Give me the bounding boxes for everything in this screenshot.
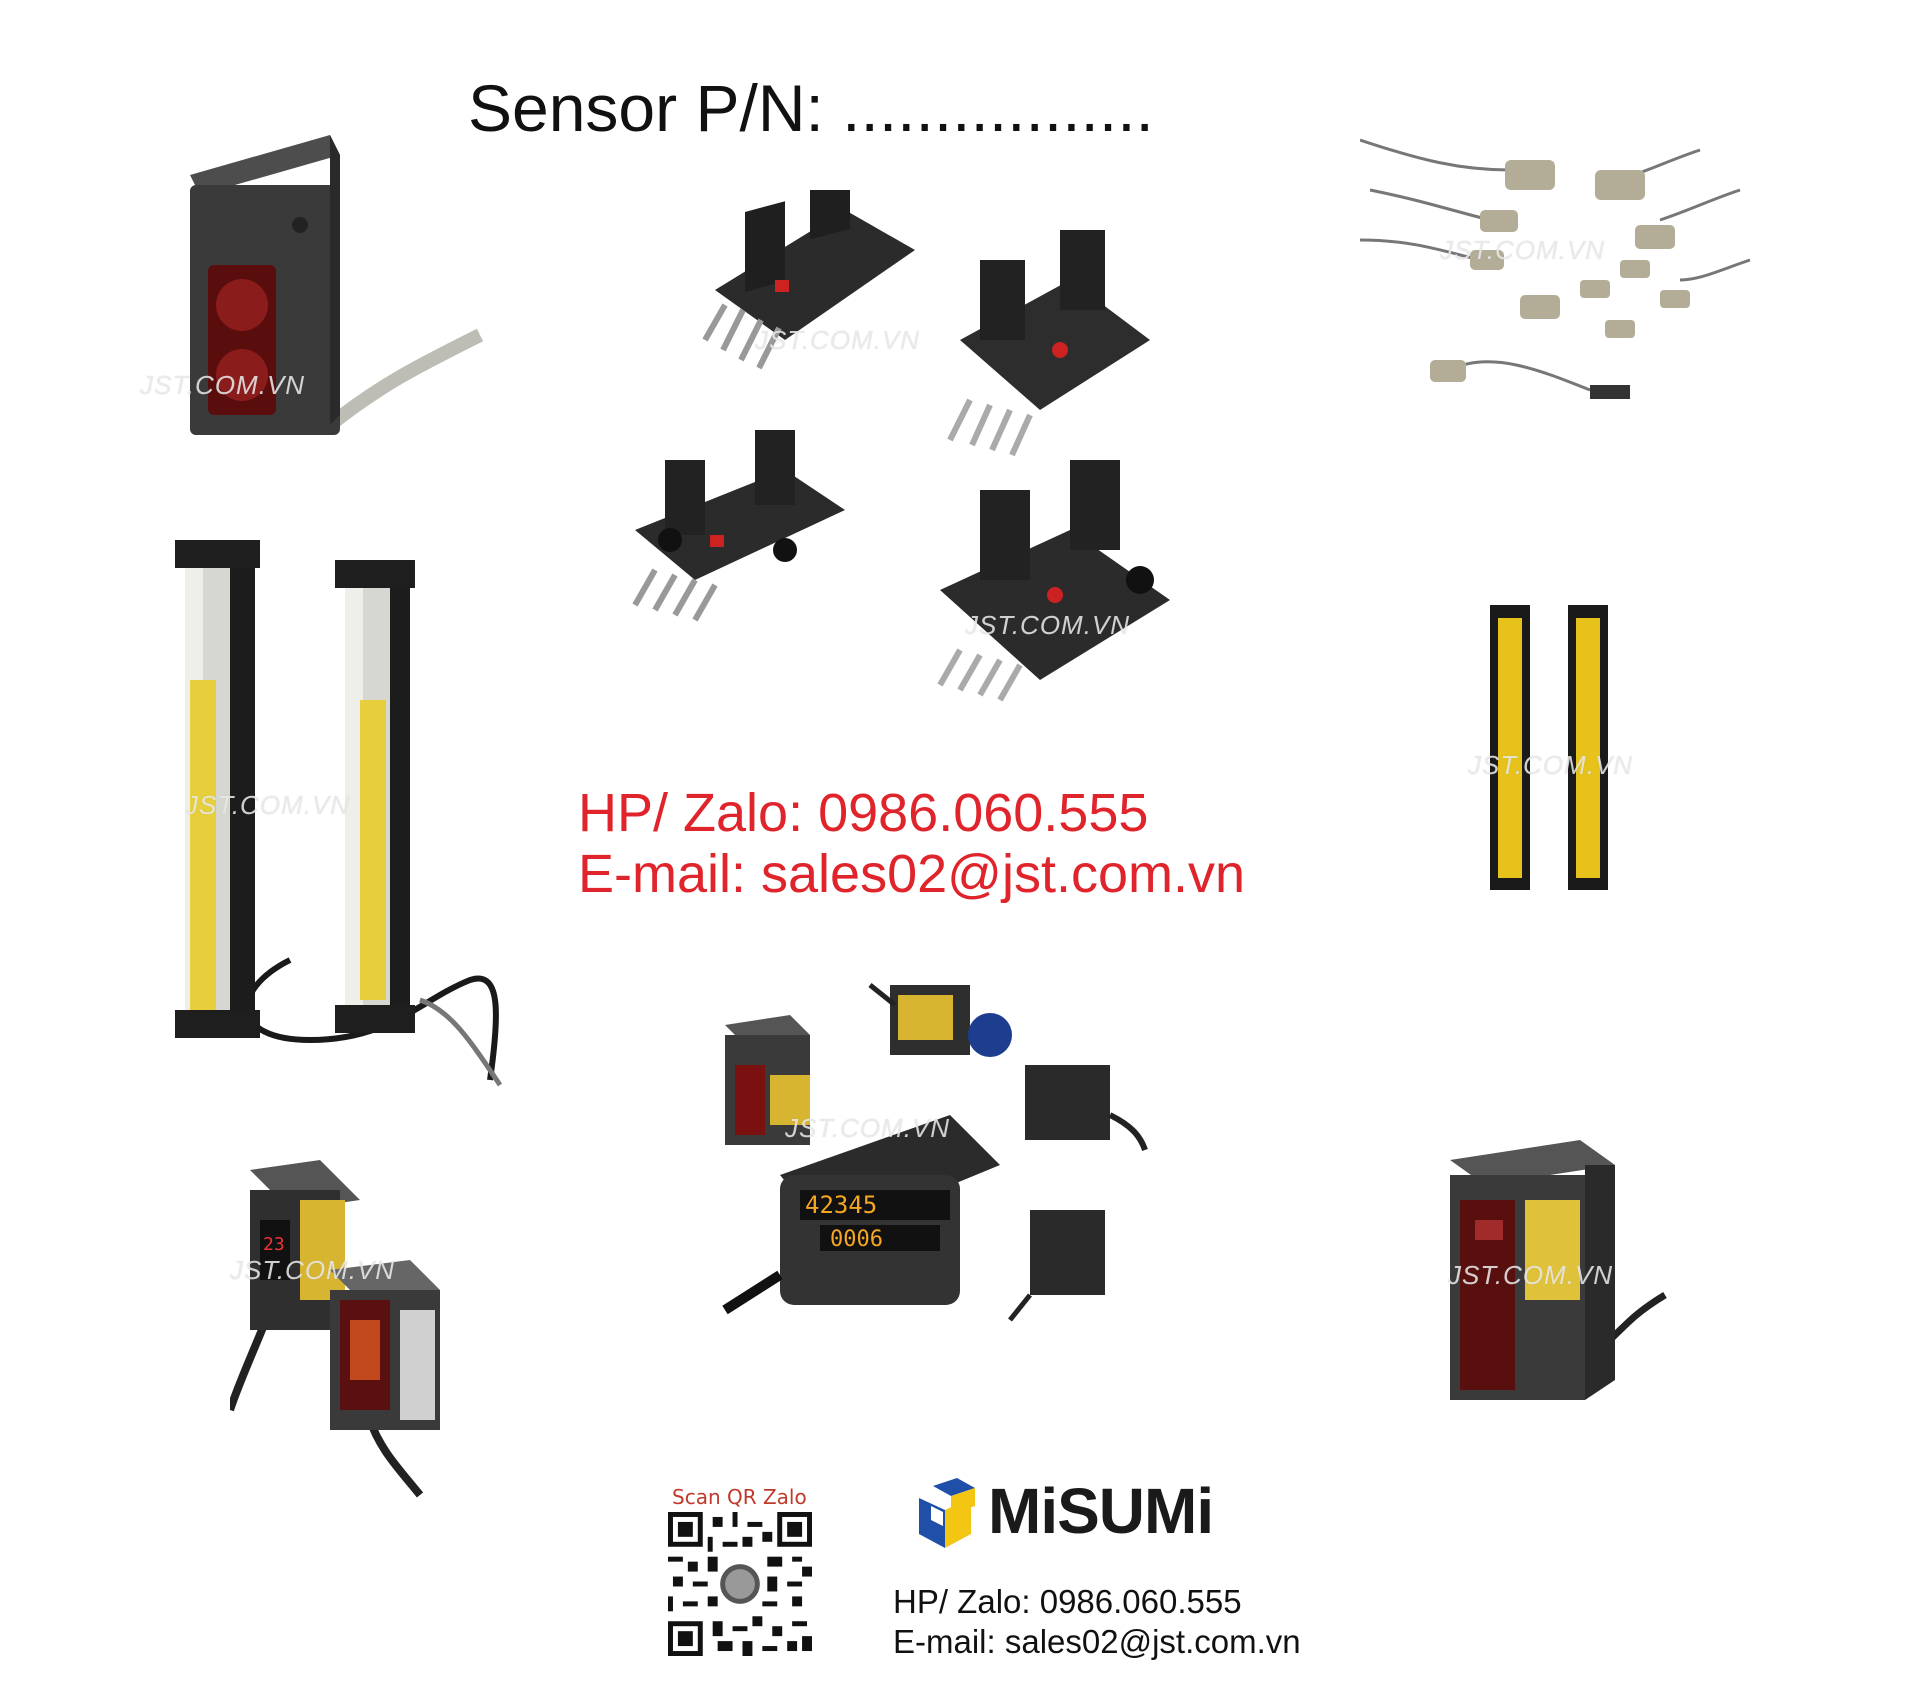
watermark: JST.COM.VN	[140, 370, 306, 400]
light-curtain-silver-image: JST.COM.VN	[170, 540, 510, 1100]
watermark: JST.COM.VN	[785, 1113, 951, 1143]
watermark: JST.COM.VN	[755, 325, 921, 355]
qr-code[interactable]	[668, 1512, 812, 1661]
proximity-sensor-image: JST.COM.VN	[1360, 130, 1760, 450]
qr-label: Scan QR Zalo	[672, 1485, 807, 1509]
laser-displacement-sensor-image: 42345 0006 JST.COM.VN	[720, 975, 1150, 1345]
footer-phone: HP/ Zalo: 0986.060.555	[893, 1583, 1242, 1620]
watermark: JST.COM.VN	[965, 610, 1131, 640]
page-title: Sensor P/N: .................	[468, 71, 1154, 145]
watermark: JST.COM.VN	[1440, 235, 1606, 265]
contact-phone: HP/ Zalo: 0986.060.555	[578, 783, 1149, 843]
light-curtain-yellow-image: JST.COM.VN	[1468, 600, 1632, 900]
watermark: JST.COM.VN	[1468, 750, 1634, 780]
watermark: JST.COM.VN	[185, 790, 351, 820]
slot-sensor-image: JST.COM.VN JST.COM.VN	[625, 190, 1185, 730]
svg-text:42345: 42345	[805, 1191, 877, 1219]
watermark: JST.COM.VN	[1448, 1260, 1614, 1290]
brand-name: MiSUMi	[988, 1475, 1214, 1547]
watermark: JST.COM.VN	[230, 1255, 396, 1285]
footer-email: E-mail: sales02@jst.com.vn	[893, 1623, 1301, 1660]
photoelectric-sensor-image: JST.COM.VN	[140, 125, 500, 455]
svg-text:23: 23	[263, 1234, 285, 1255]
svg-text:0006: 0006	[830, 1227, 883, 1252]
misumi-logo	[915, 1476, 983, 1557]
laser-sensor-pair-image: 23 JST.COM.VN	[230, 1160, 470, 1500]
contact-email: E-mail: sales02@jst.com.vn	[578, 844, 1246, 904]
laser-sensor-box-image: JST.COM.VN	[1440, 1120, 1670, 1410]
misumi-logo-icon	[919, 1478, 975, 1548]
